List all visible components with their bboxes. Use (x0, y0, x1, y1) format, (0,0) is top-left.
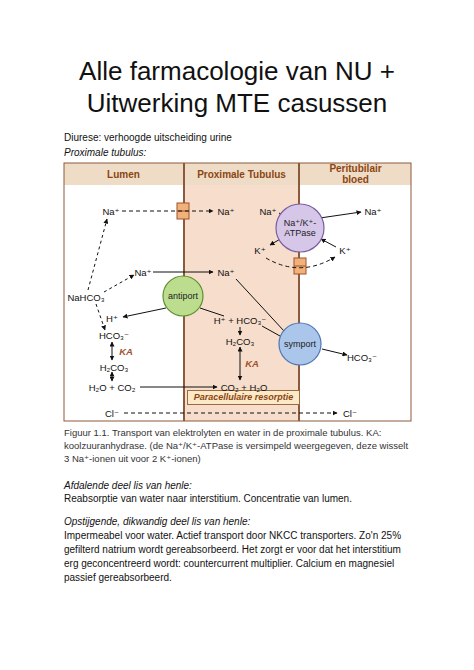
ion-label: Na⁺ (217, 267, 234, 278)
section-heading: Proximale tubulus: (64, 146, 424, 160)
column-heading: Peritubilair bloed (300, 163, 411, 185)
ion-label: Na⁺ (102, 206, 119, 217)
circle-shape (279, 323, 321, 365)
atpase-pump: Na⁺/K⁺- ATPase (275, 203, 325, 253)
column-heading: Lumen (64, 163, 183, 185)
body-text: Impermeabel voor water. Actief transport… (64, 529, 416, 585)
circle-label: symport (281, 339, 319, 349)
ion-label: K⁺ (339, 245, 350, 256)
ion-label: Na⁺ (364, 206, 381, 217)
circle-shape (276, 204, 324, 252)
ion-label: NaHCO₃ (67, 292, 104, 303)
page-title: Alle farmacologie van NU + Uitwerking MT… (47, 55, 427, 119)
antiport-circle: antiport (162, 275, 204, 317)
ion-label: Cl⁻ (343, 408, 357, 419)
ion-label: Na⁺ (259, 206, 276, 217)
ion-label: H₂O + CO₂ (89, 382, 136, 393)
section-heading: Opstijgende, dikwandig deel lis van henl… (64, 515, 424, 529)
circle-label: Na⁺/K⁺- ATPase (275, 218, 325, 238)
enzyme-label: KA (119, 346, 133, 357)
figure-frame (64, 163, 411, 421)
ion-label: Na⁺ (134, 267, 151, 278)
circle-label: antiport (165, 291, 201, 301)
circle-shape (163, 276, 203, 316)
ion-label: HCO₃⁻ (347, 352, 377, 363)
enzyme-label: KA (245, 358, 259, 369)
body-text: Reabsorptie van water naar interstitium.… (64, 492, 424, 506)
blood-column: Peritubilair bloed (300, 163, 411, 421)
ion-label: HCO₃⁻ (99, 330, 129, 341)
band-label: Paracellulaire resorptie (194, 392, 294, 402)
column-heading: Proximale Tubulus (185, 163, 298, 185)
ion-label: K⁺ (254, 245, 265, 256)
symport-circle: symport (278, 322, 322, 366)
ion-label: Cl⁻ (105, 408, 119, 419)
ion-label: H₂CO₃ (226, 336, 255, 347)
body-text: Diurese: verhoogde uitscheiding urine (64, 131, 424, 145)
ion-label: H⁺ (106, 313, 118, 324)
section-heading: Afdalende deel lis van henle: (64, 479, 424, 493)
ion-label: Na⁺ (217, 206, 234, 217)
ion-label: CO₂ + H₂O (221, 382, 268, 393)
figure-caption: Figuur 1.1. Transport van elektrolyten e… (64, 426, 412, 465)
ion-label: H⁺ + HCO₃⁻ (214, 315, 267, 326)
ion-label: H₂CO₃ (100, 362, 129, 373)
